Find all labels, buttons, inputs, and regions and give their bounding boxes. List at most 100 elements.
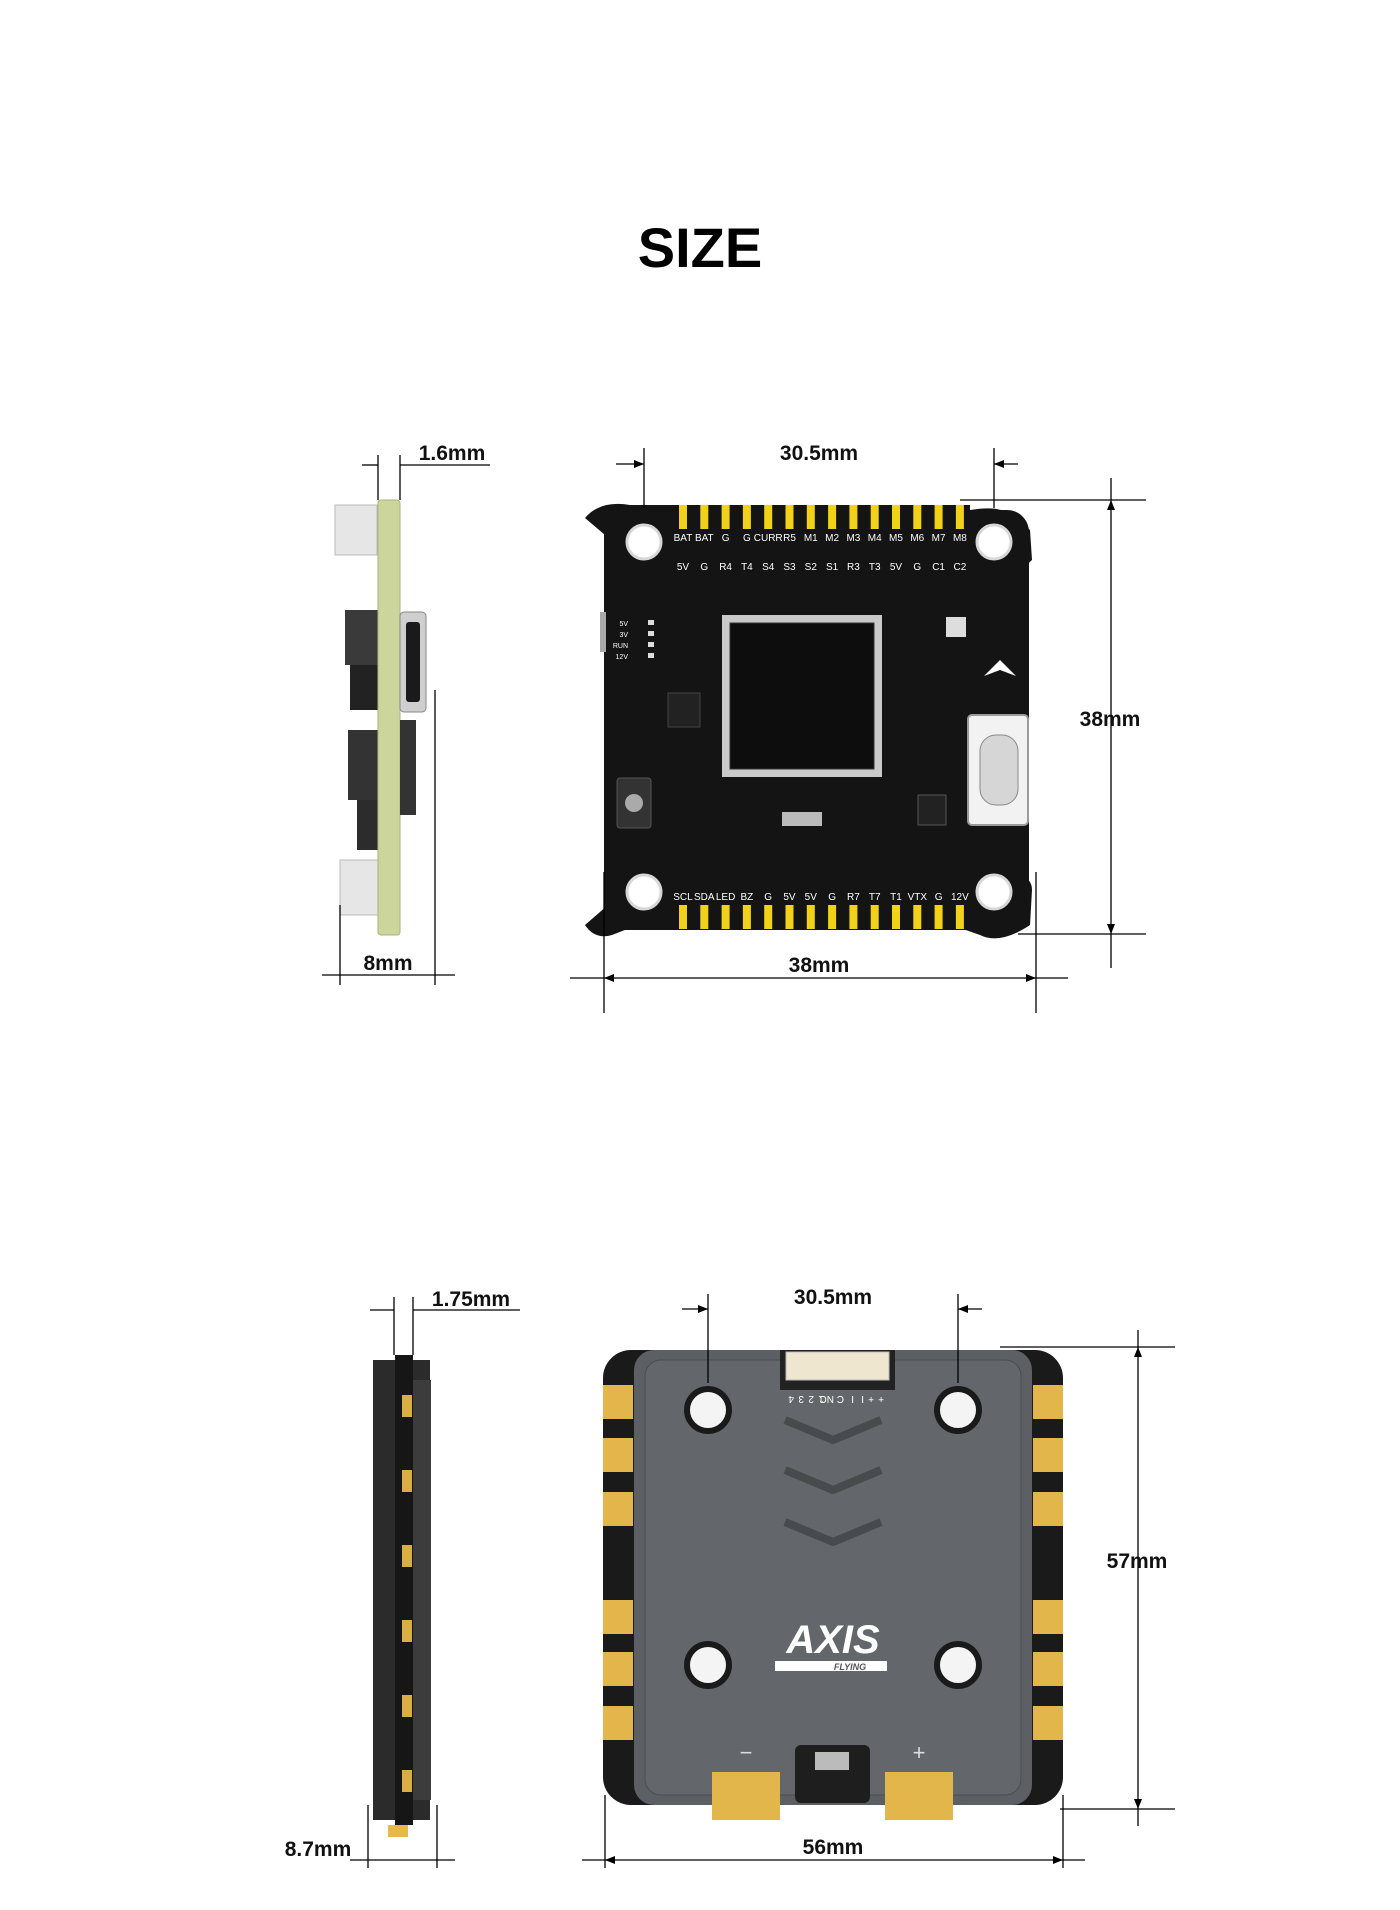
- connector-label: C: [837, 1393, 844, 1404]
- axis-logo-subtext: FLYING: [834, 1662, 866, 1672]
- fc-hole-spacing-label: 30.5mm: [780, 442, 858, 465]
- esc-hole-spacing-label: 30.5mm: [794, 1286, 872, 1309]
- fc-top-pad: [721, 505, 730, 529]
- fc-bottom-pad: [870, 905, 879, 929]
- fc-top-pad: [828, 505, 837, 529]
- pad-label: M5: [889, 533, 903, 544]
- pad-label: M2: [825, 533, 839, 544]
- pad-label: T1: [890, 892, 902, 903]
- esc-height-label: 57mm: [1107, 1550, 1168, 1573]
- pad-label: R5: [783, 533, 796, 544]
- pad-label: BAT: [695, 533, 714, 544]
- fc-bottom-pad: [721, 905, 730, 929]
- fc-top-pad: [892, 505, 900, 529]
- connector-label: 2: [808, 1393, 814, 1404]
- led-label: 12V: [616, 654, 629, 661]
- esc-left-pad: [603, 1652, 633, 1686]
- fc-side-height-label: 8mm: [363, 952, 412, 975]
- pad-label: M3: [846, 533, 860, 544]
- fc-side-view: [334, 499, 427, 936]
- pad-label: G: [764, 892, 772, 903]
- esc-side-motor-pads: [603, 1385, 1063, 1740]
- pad-label: G: [913, 562, 921, 573]
- led-label: 3V: [619, 632, 628, 639]
- fc-bottom-pad: [764, 905, 773, 929]
- esc-left-pad: [603, 1438, 633, 1472]
- esc-left-pad: [603, 1385, 633, 1419]
- pad-label: BAT: [674, 533, 693, 544]
- pad-label: CURR: [754, 533, 783, 544]
- pad-label: S3: [783, 562, 796, 573]
- fc-top-pads: [679, 505, 964, 529]
- pad-label: S1: [826, 562, 839, 573]
- fc-top-pad: [785, 505, 794, 529]
- esc-minus-label: −: [740, 1740, 753, 1765]
- page-title: SIZE: [637, 216, 763, 279]
- pad-label: R3: [847, 562, 860, 573]
- pad-label: G: [828, 892, 836, 903]
- esc-side-pad: [402, 1470, 412, 1492]
- pad-label: T7: [869, 892, 881, 903]
- pad-label: T4: [741, 562, 753, 573]
- pad-label: 5V: [805, 892, 818, 903]
- fc-bottom-pad: [828, 905, 837, 929]
- connector-label: 1: [818, 1393, 824, 1404]
- esc-side-pad: [402, 1770, 412, 1792]
- fc-top-pad: [764, 505, 773, 529]
- pad-label: T3: [869, 562, 881, 573]
- pad-label: BZ: [741, 892, 754, 903]
- pad-label: VTX: [908, 892, 928, 903]
- esc-width-label: 56mm: [803, 1836, 864, 1859]
- esc-side-dimensions: [350, 1297, 520, 1868]
- led: [648, 653, 654, 658]
- esc-right-pad: [1033, 1706, 1063, 1740]
- fc-bottom-pad: [700, 905, 709, 929]
- fc-top-pad: [742, 505, 751, 529]
- fc-top-dimensions: [570, 448, 1146, 1013]
- pad-label: C1: [932, 562, 945, 573]
- fc-top-pad: [849, 505, 858, 529]
- pad-label: G: [700, 562, 708, 573]
- mcu-chip: [722, 615, 882, 777]
- esc-side-pad: [402, 1395, 412, 1417]
- fc-top-pad: [913, 505, 922, 529]
- esc-left-pad: [603, 1600, 633, 1634]
- fc-width-label: 38mm: [789, 954, 850, 977]
- connector-label: +: [868, 1393, 874, 1404]
- pad-label: M1: [804, 533, 818, 544]
- led: [648, 631, 654, 636]
- fc-height-label: 38mm: [1080, 708, 1141, 731]
- fc-top-pad: [679, 505, 687, 529]
- pad-label: M6: [910, 533, 924, 544]
- pad-label: R4: [719, 562, 732, 573]
- esc-plus-label: +: [913, 1740, 926, 1765]
- pad-label: G: [935, 892, 943, 903]
- pad-label: 5V: [783, 892, 796, 903]
- led: [648, 642, 654, 647]
- axis-logo-text: AXIS: [785, 1618, 880, 1662]
- esc-mount-holes: [684, 1386, 982, 1689]
- esc-thickness-label: 1.75mm: [432, 1288, 510, 1311]
- pad-label: G: [743, 533, 751, 544]
- connector-label: NC: [820, 1393, 834, 1404]
- pad-label: M8: [953, 533, 967, 544]
- esc-connector: [780, 1350, 895, 1390]
- pad-label: S4: [762, 562, 775, 573]
- pad-label: S2: [805, 562, 818, 573]
- pad-label: R7: [847, 892, 860, 903]
- esc-side-pad: [402, 1620, 412, 1642]
- pad-label: M4: [868, 533, 882, 544]
- esc-left-pad: [603, 1706, 633, 1740]
- pad-label: SCL: [673, 892, 693, 903]
- pad-label: 5V: [677, 562, 690, 573]
- esc-right-pad: [1033, 1438, 1063, 1472]
- fc-bottom-pad: [934, 905, 943, 929]
- esc-left-pad: [603, 1492, 633, 1526]
- fc-bottom-pad: [679, 905, 687, 929]
- connector-label: I: [851, 1393, 854, 1404]
- esc-board: [603, 1350, 1063, 1805]
